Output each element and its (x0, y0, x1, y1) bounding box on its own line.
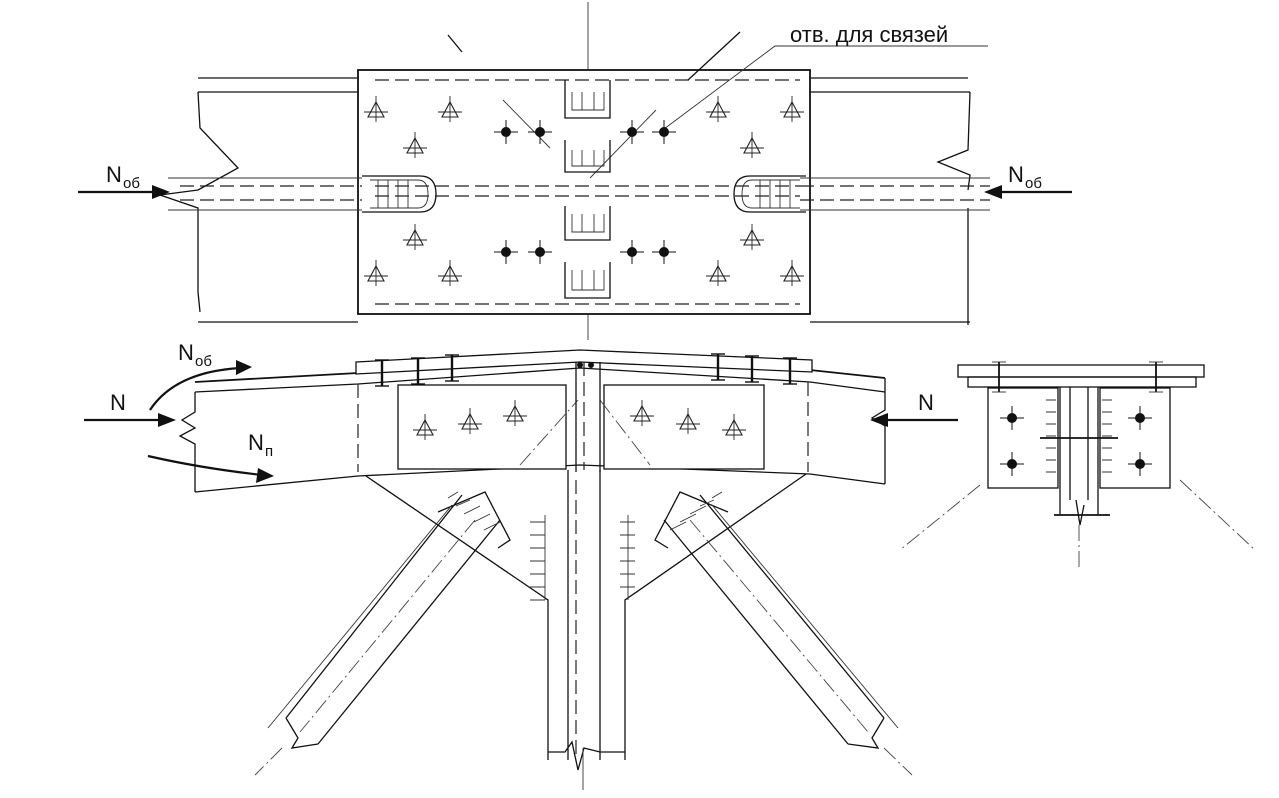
brace-line-2 (589, 109, 657, 179)
elevation-rivet-group (413, 400, 746, 440)
force-label-subscript: об (123, 175, 140, 192)
section-break (1075, 499, 1085, 526)
bolt (494, 120, 518, 144)
label-leader-line (659, 45, 988, 133)
force-label-n: N (110, 390, 126, 415)
rivet-symbol (780, 260, 804, 286)
chord-bottom-line (194, 464, 886, 493)
bolt (1000, 406, 1024, 430)
bolt (1128, 406, 1152, 430)
rivet-symbol (740, 132, 764, 158)
lower-gusset-left (365, 475, 549, 760)
force-label-subscript: об (1025, 175, 1042, 192)
brace-line-1 (502, 99, 551, 149)
force-curve-n-ob: N об (149, 340, 252, 411)
top-bolt (711, 353, 725, 381)
rivet-symbol (780, 96, 804, 122)
section-axis-left (899, 484, 981, 551)
force-arrow-n-right: N (870, 390, 958, 427)
top-bolt (445, 354, 459, 382)
top-bolt (783, 357, 797, 385)
force-label-n: N (248, 430, 264, 455)
bolt (652, 120, 676, 144)
left-chord-outline (159, 77, 358, 323)
force-label-n: N (1008, 162, 1024, 187)
top-bolt (375, 359, 389, 387)
bolt (494, 240, 518, 264)
right-break-line (870, 378, 886, 484)
elevation-top-bolts (375, 353, 797, 387)
section-axis-right (1179, 479, 1256, 551)
rivet-symbol (722, 414, 746, 440)
brace-line-4 (447, 34, 463, 53)
plate-diag-right (599, 399, 651, 466)
force-arrow-left-top: N об (78, 162, 170, 199)
rivet-symbol (630, 400, 654, 426)
left-tie-rod (168, 175, 437, 213)
elevation-view: N об N N п N (84, 340, 958, 790)
rivet-symbol (676, 408, 700, 434)
rivet-symbol (438, 96, 462, 122)
section-flange (967, 376, 1197, 388)
right-chord-outline (810, 77, 971, 325)
left-break-line (178, 392, 197, 492)
cross-section-view (899, 361, 1256, 570)
force-curve-n-p: N п (147, 430, 274, 483)
rivet-symbol (503, 400, 527, 426)
rivet-symbol (364, 96, 388, 122)
section-web (1059, 387, 1099, 515)
top-bolt (411, 357, 425, 385)
plan-view: отв. для связей (78, 2, 1072, 340)
plate-diag-left (519, 399, 579, 466)
force-arrow-n-left: N (84, 390, 176, 427)
central-vertical-member (575, 362, 601, 472)
plan-rivet-group (364, 96, 804, 286)
right-diagonal-member (654, 491, 913, 776)
vertical-post (530, 470, 635, 790)
bolt (1000, 452, 1024, 476)
force-arrow-right-top: N об (984, 162, 1072, 199)
top-bolt (745, 355, 759, 383)
bolt (1128, 452, 1152, 476)
brace-line-3 (687, 31, 741, 81)
section-bolt-group (1000, 406, 1152, 476)
rivet-symbol (413, 414, 437, 440)
force-label-n: N (918, 390, 934, 415)
section-web-inner (1069, 387, 1089, 500)
splice-plate-right (603, 384, 765, 470)
rivet-symbol (706, 260, 730, 286)
rivet-symbol (403, 132, 427, 158)
rivet-symbol (403, 224, 427, 250)
lower-gusset-right (624, 473, 807, 760)
right-tie-rod (733, 175, 990, 213)
bolt (528, 240, 552, 264)
central-stiffeners (564, 80, 611, 299)
bolt (620, 240, 644, 264)
force-label-subscript: п (265, 443, 273, 460)
rivet-symbol (438, 260, 462, 286)
splice-plate-left (397, 384, 567, 470)
force-label-n: N (106, 162, 122, 187)
rivet-symbol (740, 224, 764, 250)
left-diagonal-member (254, 491, 511, 776)
rivet-symbol (706, 96, 730, 122)
force-label-n: N (178, 340, 194, 365)
plan-bolt-group (494, 120, 676, 264)
rivet-symbol (458, 408, 482, 434)
holes-for-bracing-label: отв. для связей (790, 22, 948, 47)
section-cover-plate (957, 364, 1205, 378)
rivet-symbol (364, 260, 388, 286)
bolt (528, 120, 552, 144)
bolt (620, 120, 644, 144)
force-label-subscript: об (195, 353, 212, 370)
bolt (652, 240, 676, 264)
